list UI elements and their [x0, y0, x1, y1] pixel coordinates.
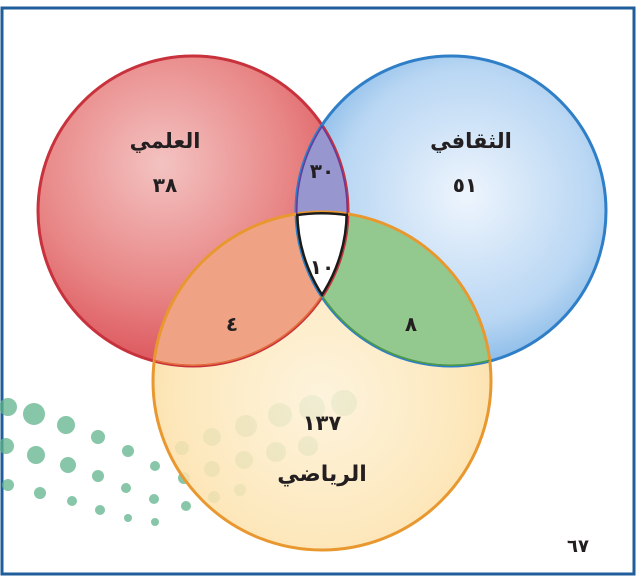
value-math-only: ١٣٧ [303, 411, 342, 435]
region-cultural-math [296, 212, 491, 366]
value-scientific-cultural: ٣٠ [310, 159, 334, 183]
value-scientific-only: ٣٨ [153, 173, 177, 197]
value-cultural-math: ٨ [405, 312, 417, 336]
label-cultural: الثقافي [430, 129, 512, 153]
label-scientific: العلمي [130, 129, 201, 153]
value-cultural-only: ٥١ [453, 173, 477, 197]
value-all-three: ١٠ [310, 255, 334, 279]
value-scientific-math: ٤ [226, 312, 238, 336]
region-scientific-math [153, 212, 348, 366]
label-math: الرياضي [277, 462, 367, 487]
value-outside: ٦٧ [567, 536, 589, 557]
